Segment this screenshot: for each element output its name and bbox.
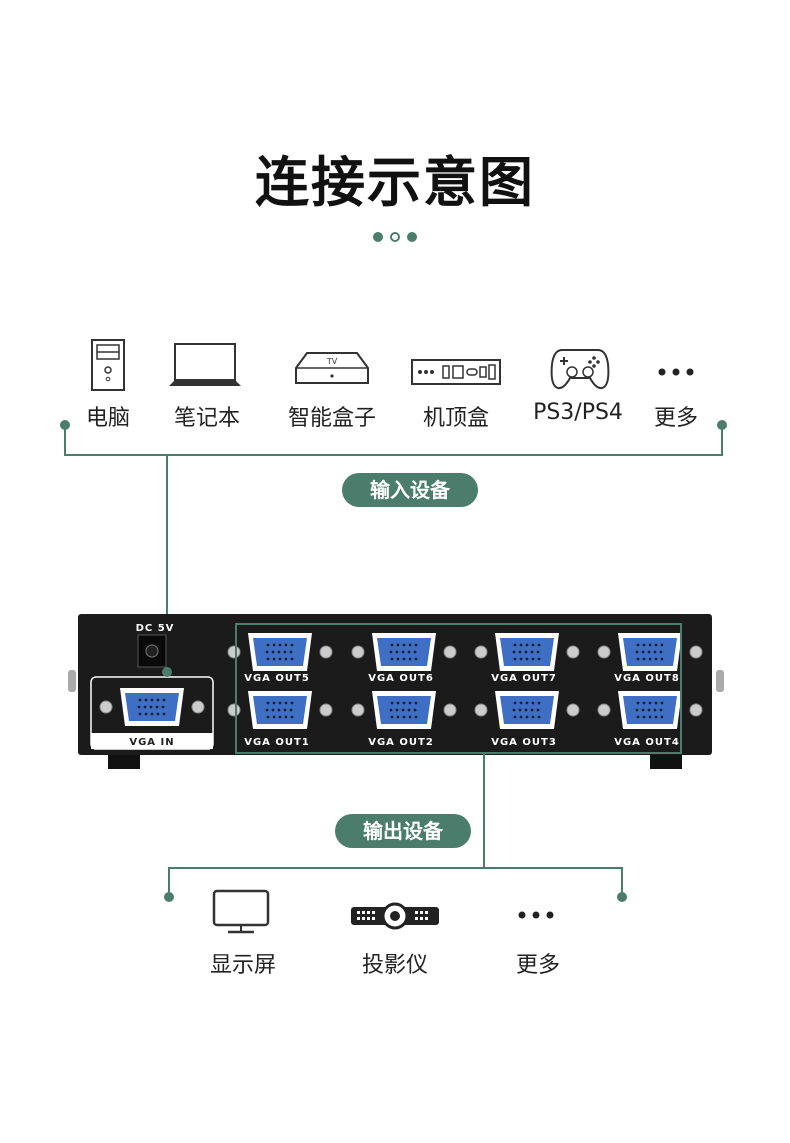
tv-box-icon: TV [295,352,369,384]
vga-out-label: VGA OUT8 [614,673,680,684]
connector-dot [717,420,727,430]
device-label-monitor: 显示屏 [209,953,277,978]
connector-line [64,454,723,456]
vga-out-label: VGA OUT7 [491,673,557,684]
power-label: DC 5V [136,623,175,634]
output-devices-pill: 输出设备 [335,814,471,848]
vga-out-label: VGA OUT1 [244,737,310,748]
vga-out-label: VGA OUT6 [368,673,434,684]
vga-out-label: VGA OUT5 [244,673,310,684]
decor-dot [407,232,417,242]
more-icon [658,368,694,376]
input-devices-pill: 输入设备 [342,473,478,507]
vga-out-port [597,691,703,729]
device-label-more: 更多 [515,953,561,978]
vga-out-label: VGA OUT4 [614,737,680,748]
connector-dot [164,892,174,902]
vga-in-label: VGA IN [129,737,174,748]
vga-out-label: VGA OUT3 [491,737,557,748]
connector-dot [60,420,70,430]
desktop-pc-icon [91,339,125,391]
vga-out-port [351,691,457,729]
svg-text:TV: TV [326,357,338,366]
laptop-icon [169,343,241,386]
connector-line [166,454,168,672]
device-label-pc: 电脑 [85,406,131,431]
monitor-icon [212,889,270,934]
device-label-more: 更多 [653,406,699,431]
vga-out-port [227,691,333,729]
connector-line [621,867,623,897]
vga-out-port [474,633,580,671]
device-label-console: PS3/PS4 [533,400,623,425]
decor-dot [373,232,383,242]
device-label-set-top-box: 机顶盒 [422,406,490,431]
connector-line [64,425,66,456]
connector-dot [617,892,627,902]
vga-out-port [351,633,457,671]
projector-icon [351,902,439,930]
set-top-box-icon [411,359,501,385]
device-label-tv-box: 智能盒子 [287,406,377,431]
vga-out-port [597,633,703,671]
device-label-laptop: 笔记本 [173,406,241,431]
connector-line [168,867,170,897]
device-label-projector: 投影仪 [361,953,429,978]
vga-out-port [227,633,333,671]
more-icon [518,911,554,919]
connector-line [721,425,723,456]
connector-line [483,753,485,869]
connector-line [168,867,623,869]
decor-dot [390,232,400,242]
vga-in-port [99,688,205,726]
gamepad-icon [550,349,610,390]
page-title: 连接示意图 [255,151,535,214]
vga-out-label: VGA OUT2 [368,737,434,748]
vga-out-port [474,691,580,729]
